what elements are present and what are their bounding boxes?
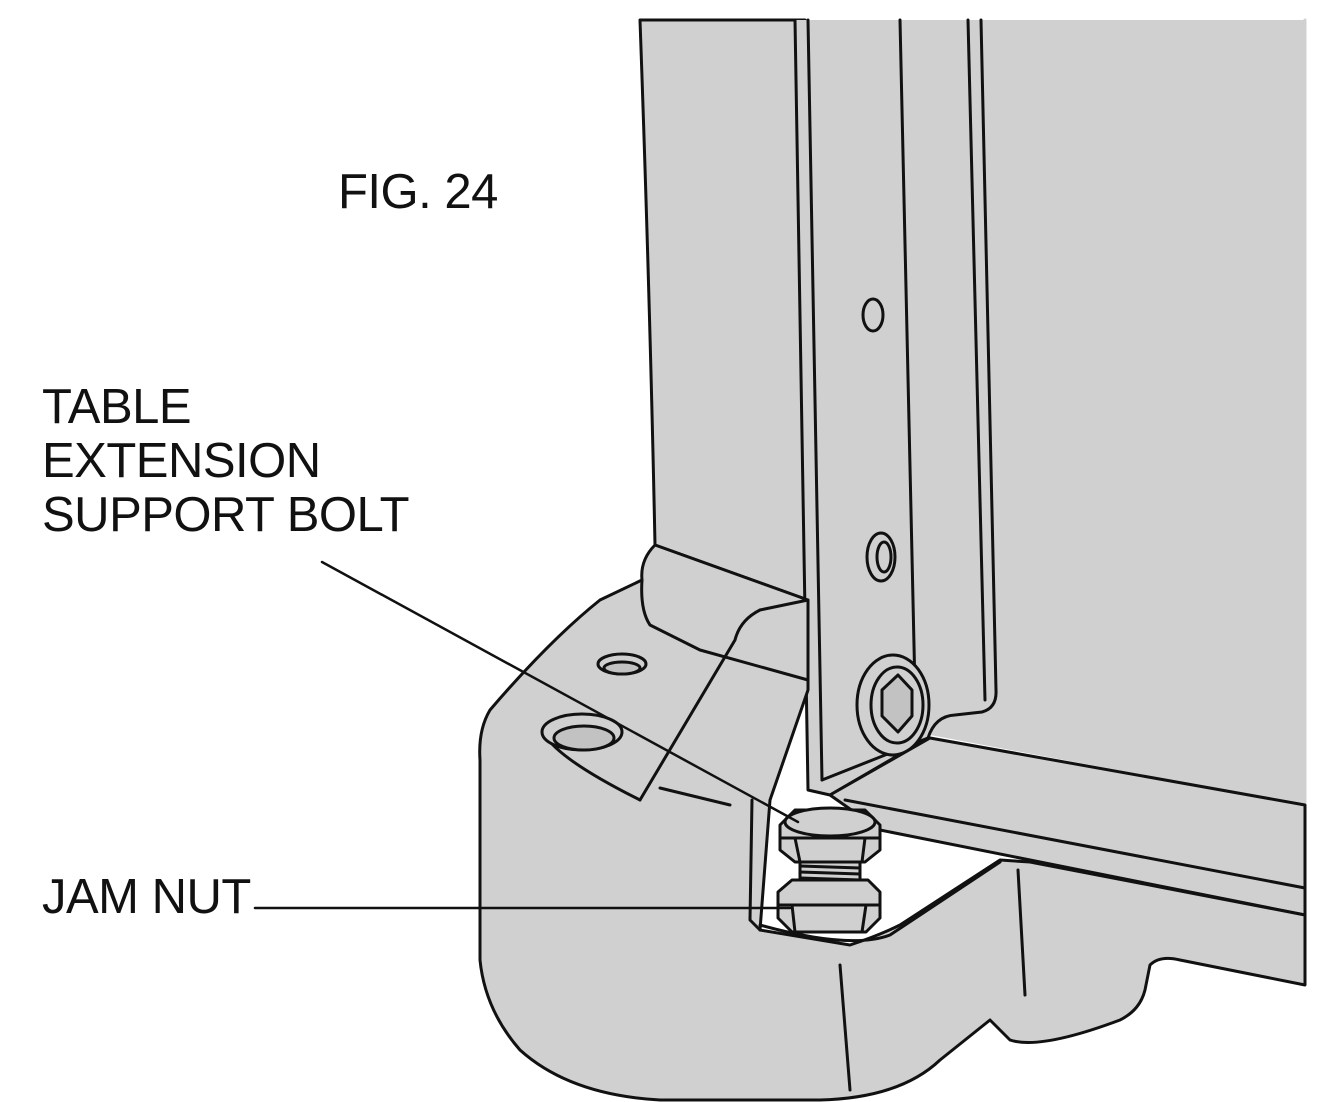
figure-title: FIG. 24	[338, 165, 498, 219]
jam-nut-callout: JAM NUT	[42, 870, 251, 924]
support-bolt-callout-line-3: SUPPORT BOLT	[42, 488, 409, 542]
jam-nut	[778, 880, 880, 932]
column-body	[640, 20, 808, 600]
bracket-hole-top	[863, 299, 883, 331]
support-bolt-callout: TABLE EXTENSION SUPPORT BOLT	[42, 380, 409, 542]
support-bolt-callout-line-1: TABLE	[42, 380, 409, 434]
support-bolt-head	[780, 808, 880, 862]
support-bolt-callout-line-2: EXTENSION	[42, 434, 409, 488]
